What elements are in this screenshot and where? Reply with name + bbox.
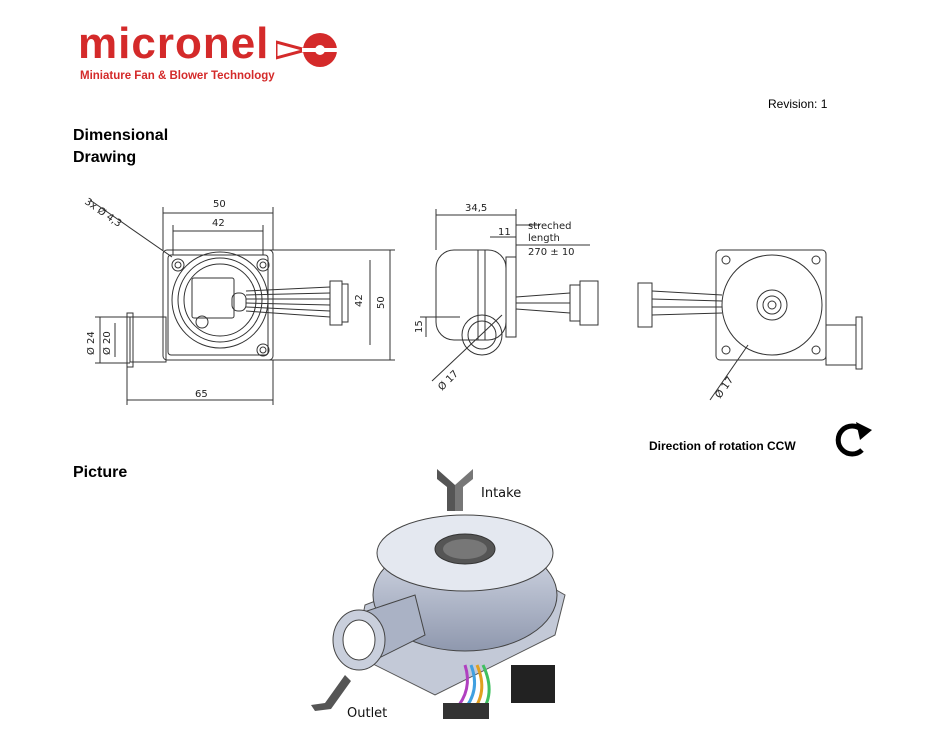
dim-width-outer: 50 (213, 199, 226, 210)
dim-width-inner: 42 (212, 218, 225, 229)
cable-label-line1: streched (528, 221, 572, 232)
section-title-dimensional: Dimensional Drawing (73, 125, 233, 169)
side-view (420, 209, 599, 382)
brand-logo-text: micronel (78, 19, 270, 68)
brand-tagline: Miniature Fan & Blower Technology (80, 70, 275, 82)
intake-label: Intake (481, 486, 521, 501)
dim-rear-d17: Ø 17 (713, 374, 736, 400)
cable-label-line2: length (528, 233, 560, 244)
dim-height-inner: 42 (354, 294, 365, 307)
dim-length: 65 (195, 389, 208, 400)
cable-length-value: 270 ± 10 (528, 247, 575, 258)
section-title-line1: Dimensional (73, 127, 169, 144)
dim-height-outer: 50 (376, 296, 387, 309)
dim-outlet-outer: Ø 24 (85, 331, 97, 355)
fan-logo-icon (276, 33, 340, 67)
revision-label: Revision: 1 (768, 97, 828, 111)
rotation-direction-label: Direction of rotation CCW (649, 439, 796, 453)
dim-outlet-inner: Ø 20 (101, 331, 113, 355)
front-view (89, 199, 395, 405)
dimensional-drawing: 50 42 42 50 Ø 24 Ø 20 65 3x Ø 4,3 34,5 1… (82, 196, 863, 405)
section-title-line2: Drawing (73, 149, 137, 166)
dim-side-depth: 34,5 (465, 203, 487, 214)
ccw-arrow-icon (835, 422, 872, 457)
outlet-label: Outlet (347, 706, 387, 721)
blower-picture: Intake Outlet (311, 469, 566, 721)
dim-side-small: 11 (498, 227, 511, 238)
dim-holes: 3x Ø 4,3 (82, 196, 124, 230)
rear-view (637, 249, 863, 401)
dim-side-15: 15 (414, 320, 425, 333)
dim-side-d17: Ø 17 (436, 368, 461, 393)
section-title-picture: Picture (73, 464, 128, 481)
